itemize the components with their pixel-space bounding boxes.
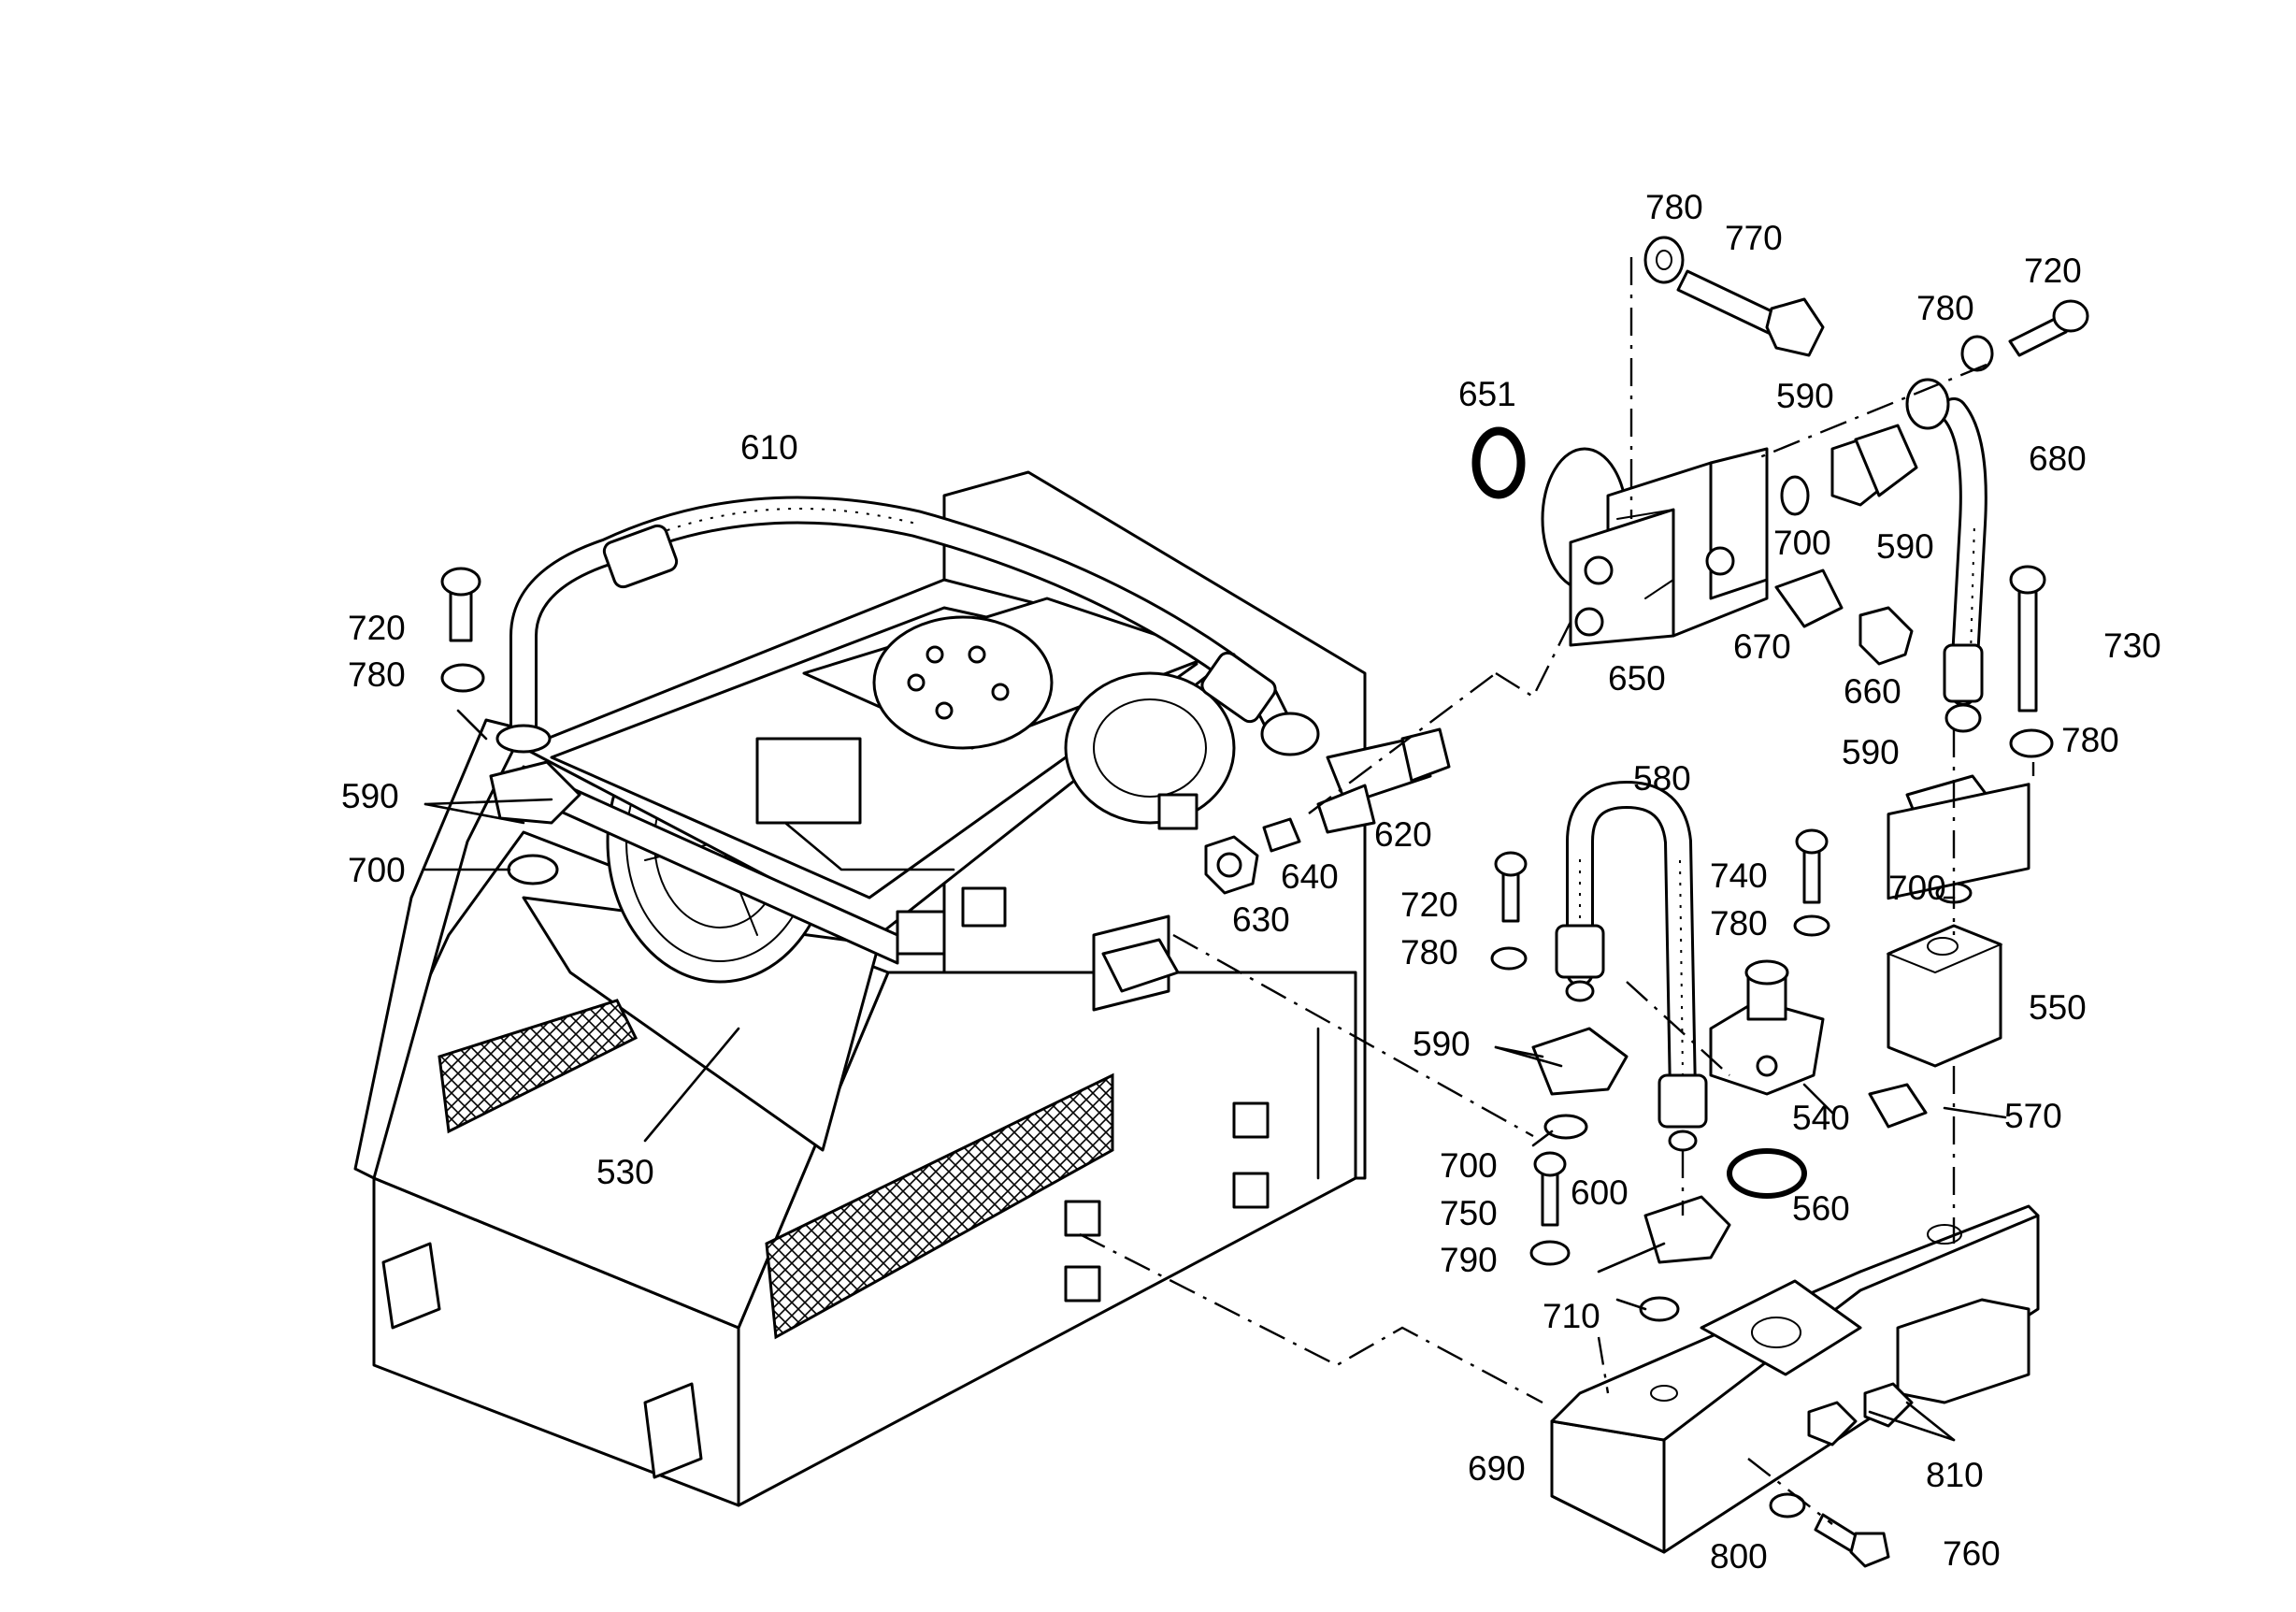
washer-780-mid (1490, 946, 1528, 971)
label-730: 730 (2103, 626, 2161, 665)
washer-780-top (1643, 236, 1685, 284)
cooler-frame-assembly (353, 470, 1367, 1507)
fitting-620 (1316, 727, 1451, 834)
label-590-right: 590 (1842, 733, 1900, 771)
label-560: 560 (1792, 1189, 1850, 1228)
washer-780-right-top (1960, 335, 1994, 372)
flange-590-mid (1531, 1027, 1629, 1096)
label-720-top: 720 (2024, 252, 2082, 290)
label-650: 650 (1608, 659, 1666, 698)
label-620: 620 (1374, 815, 1432, 854)
bolt-720-top (2008, 299, 2089, 357)
label-700-left: 700 (348, 851, 406, 889)
label-760: 760 (1943, 1534, 2001, 1573)
label-780-right-top: 780 (1916, 289, 1974, 327)
washer-780-right (2009, 728, 2054, 758)
hose-610 (495, 496, 1320, 756)
label-570: 570 (2004, 1097, 2062, 1135)
label-530: 530 (596, 1153, 654, 1191)
label-790: 790 (1440, 1241, 1498, 1279)
label-600: 600 (1571, 1173, 1629, 1212)
label-590-pump-bottom: 590 (1876, 527, 1934, 566)
label-580: 580 (1633, 759, 1691, 798)
label-810: 810 (1926, 1456, 1984, 1494)
washer-790 (1529, 1240, 1571, 1266)
label-700-pump: 700 (1773, 524, 1831, 562)
bolt-740 (1795, 828, 1829, 904)
label-590-pump-top: 590 (1776, 377, 1834, 415)
label-780-right: 780 (2061, 721, 2119, 759)
label-710: 710 (1543, 1297, 1600, 1335)
label-800: 800 (1710, 1537, 1768, 1576)
leader-lines (423, 709, 2007, 1442)
label-640: 640 (1281, 857, 1339, 896)
oring-710 (1639, 1296, 1680, 1322)
washer-780-left (440, 663, 485, 693)
label-670: 670 (1733, 627, 1791, 666)
washer-780-740 (1793, 914, 1830, 937)
oring-651 (1471, 426, 1526, 499)
oring-700-mid (1543, 1114, 1588, 1140)
label-610: 610 (740, 428, 798, 467)
flange-590-left (489, 760, 581, 825)
valve-540 (1709, 959, 1825, 1096)
oring-560 (1727, 1148, 1807, 1199)
label-540: 540 (1792, 1099, 1850, 1137)
label-740: 740 (1710, 856, 1768, 895)
washer-800 (1769, 1492, 1806, 1518)
label-770: 770 (1725, 219, 1783, 257)
label-590-left: 590 (341, 777, 399, 815)
bolt-730 (2009, 565, 2046, 712)
bolt-770 (1676, 269, 1825, 357)
bolt-720-mid (1494, 851, 1528, 923)
callout-labels: 530 540 550 560 570 580 590 590 590 590 … (341, 188, 2161, 1576)
label-780-top: 780 (1645, 188, 1703, 226)
hose-680 (1905, 378, 1987, 733)
fitting-670 (1774, 569, 1844, 628)
bolt-720-left (440, 567, 481, 642)
oring-700-pump (1780, 475, 1810, 516)
label-680: 680 (2029, 439, 2087, 478)
label-590-mid: 590 (1413, 1025, 1471, 1063)
flange-600 (1643, 1195, 1731, 1264)
label-780-mid: 780 (1400, 933, 1458, 972)
label-651: 651 (1458, 375, 1516, 413)
label-720-mid: 720 (1400, 885, 1458, 924)
bolt-760 (1814, 1513, 1890, 1568)
assembly-center-lines (1079, 257, 2035, 1525)
nut-660 (1858, 606, 1914, 666)
fitting-570 (1868, 1083, 1928, 1129)
label-550: 550 (2029, 988, 2087, 1027)
label-750: 750 (1440, 1194, 1498, 1232)
label-660: 660 (1844, 672, 1901, 711)
label-700-mid: 700 (1440, 1146, 1498, 1185)
label-630: 630 (1232, 900, 1290, 939)
label-690: 690 (1468, 1449, 1526, 1488)
hose-580 (1555, 781, 1708, 1152)
label-780-left: 780 (348, 655, 406, 694)
manifold-690 (1550, 783, 2040, 1554)
pump-650 (1541, 447, 1769, 647)
fitting-640 (1262, 817, 1301, 853)
label-700-right: 700 (1888, 869, 1946, 907)
flange-590-pump (1830, 424, 1918, 507)
nut-630 (1204, 835, 1259, 895)
label-720-left: 720 (348, 609, 406, 647)
oring-700-left (507, 854, 559, 885)
bolt-750 (1533, 1151, 1567, 1227)
filter-550 (1886, 924, 2003, 1068)
label-780-740: 780 (1710, 904, 1768, 943)
